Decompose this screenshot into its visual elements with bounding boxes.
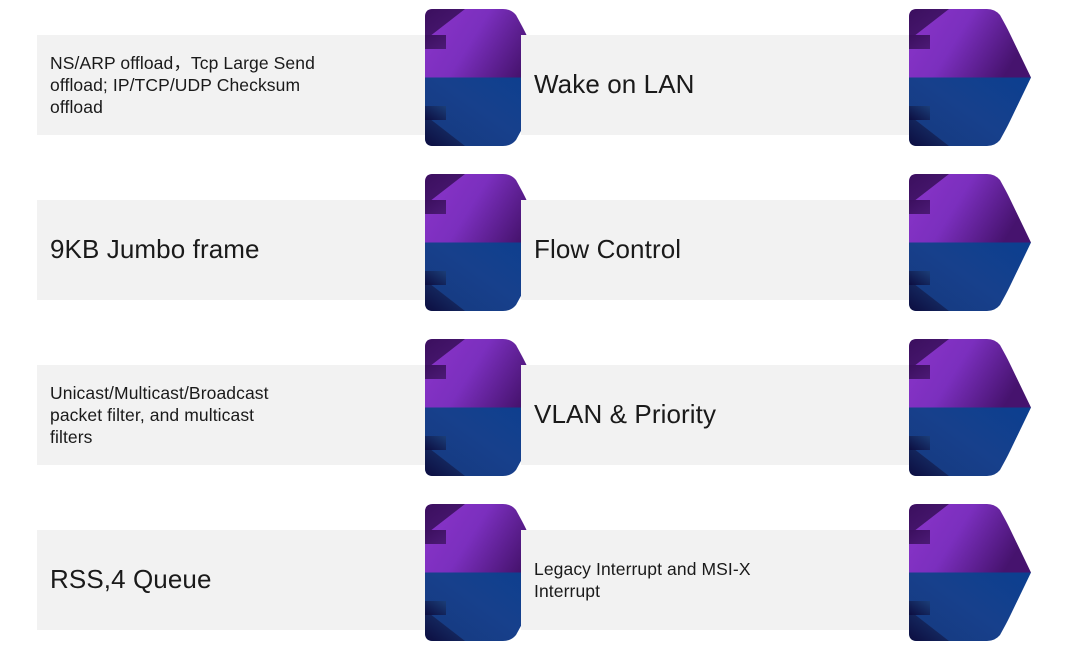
feature-label: Wake on LAN xyxy=(534,69,695,100)
feature-plate: Flow Control xyxy=(521,200,909,300)
feature-plate: 9KB Jumbo frame xyxy=(37,200,425,300)
feature-label: NS/ARP offload，Tcp Large Send offload; I… xyxy=(50,52,315,118)
feature-plate: Wake on LAN xyxy=(521,35,909,135)
feature-label: 9KB Jumbo frame xyxy=(50,234,260,265)
feature-item-right-3[interactable]: VLAN & Priority xyxy=(521,336,1080,479)
feature-label: RSS,4 Queue xyxy=(50,564,212,595)
feature-label: VLAN & Priority xyxy=(534,399,717,430)
feature-label: Flow Control xyxy=(534,234,682,265)
feature-plate: NS/ARP offload，Tcp Large Send offload; I… xyxy=(37,35,425,135)
feature-plate: RSS,4 Queue xyxy=(37,530,425,630)
feature-item-right-1[interactable]: Wake on LAN xyxy=(521,6,1080,149)
feature-item-right-2[interactable]: Flow Control xyxy=(521,171,1080,314)
feature-item-right-4[interactable]: Legacy Interrupt and MSI-X Interrupt xyxy=(521,501,1080,644)
feature-label: Legacy Interrupt and MSI-X Interrupt xyxy=(534,558,751,601)
feature-label: Unicast/Multicast/Broadcast packet filte… xyxy=(50,382,269,448)
feature-plate: Legacy Interrupt and MSI-X Interrupt xyxy=(521,530,909,630)
feature-plate: Unicast/Multicast/Broadcast packet filte… xyxy=(37,365,425,465)
feature-plate: VLAN & Priority xyxy=(521,365,909,465)
